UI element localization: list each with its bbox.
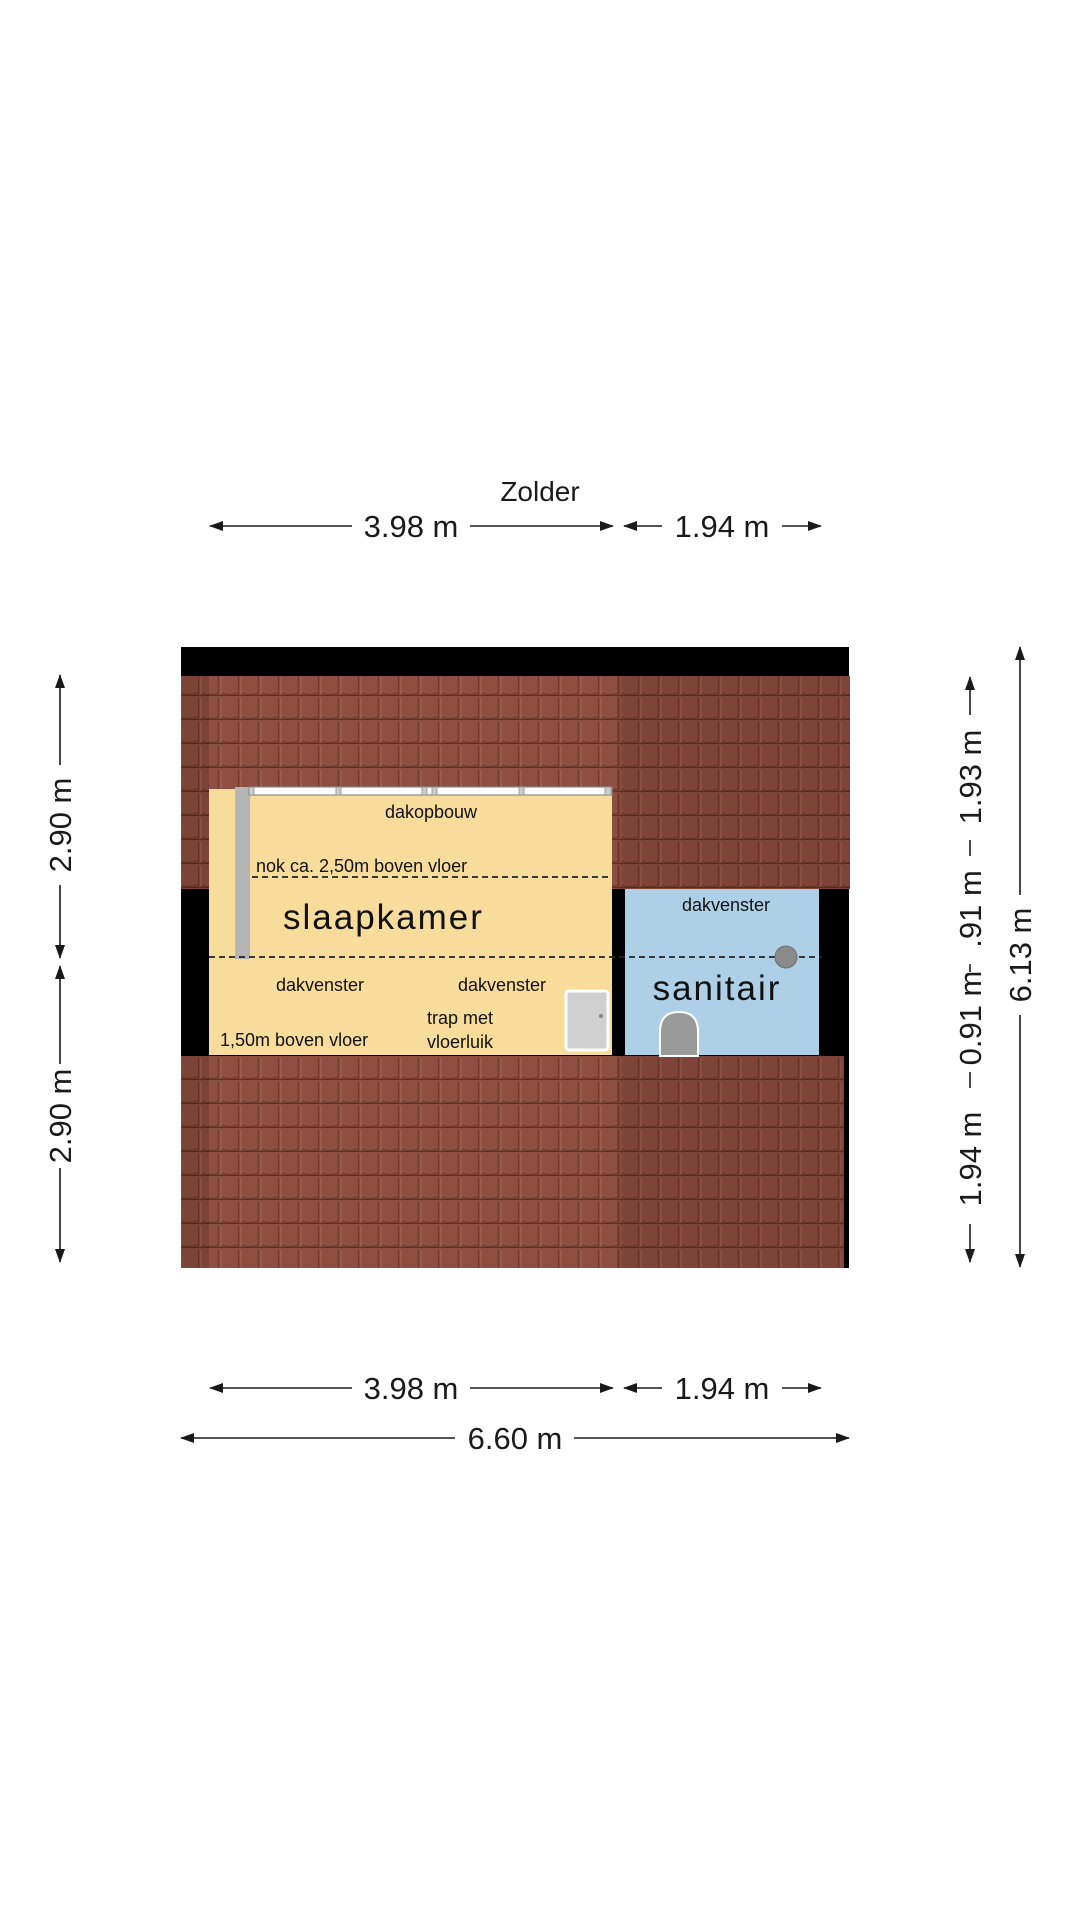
right-dimension-chain: 1.93 m .91 m 0.91 m 1.94 m	[953, 676, 988, 1263]
label-skylight-mid: dakvenster	[458, 975, 546, 995]
label-skylight-right: dakvenster	[682, 895, 770, 915]
dormer-side-wall	[235, 787, 250, 959]
dim-bottom-total-text: 6.60 m	[468, 1421, 563, 1456]
sanitary-area	[625, 889, 819, 1055]
dim-right-4-text: 1.94 m	[953, 1112, 988, 1207]
dim-left-lower-text: 2.90 m	[43, 1069, 78, 1164]
label-skylight-left: dakvenster	[276, 975, 364, 995]
room-name-sanitary: sanitair	[653, 969, 782, 1008]
label-stairs-2: vloerluik	[427, 1032, 494, 1052]
label-stairs-1: trap met	[427, 1008, 493, 1028]
roof-lower	[181, 1056, 844, 1268]
bottom-dimension-left: 3.98 m	[209, 1371, 614, 1406]
bottom-dimension-total: 6.60 m	[180, 1421, 850, 1456]
dim-right-total-text: 6.13 m	[1003, 908, 1038, 1003]
top-dimension-right: 1.94 m	[623, 509, 822, 544]
vent-pipe-icon	[774, 945, 798, 969]
label-ridge: nok ca. 2,50m boven vloer	[256, 856, 467, 876]
stair-hatch-icon	[564, 989, 610, 1052]
room-name-bedroom: slaapkamer	[283, 898, 484, 937]
label-height: 1,50m boven vloer	[220, 1030, 368, 1050]
attic-plan: dakopbouw nok ca. 2,50m boven vloer slaa…	[181, 647, 850, 1268]
right-dimension-total: 6.13 m	[1003, 646, 1038, 1268]
floor-title: Zolder	[500, 476, 579, 507]
top-dimension-left: 3.98 m	[209, 509, 614, 544]
dim-right-2-text: .91 m	[953, 870, 988, 948]
dim-right-3-text: 0.91 m	[953, 971, 988, 1066]
dim-top-left-text: 3.98 m	[364, 509, 459, 544]
label-dormer: dakopbouw	[385, 802, 478, 822]
dim-top-right-text: 1.94 m	[675, 509, 770, 544]
dim-left-upper-text: 2.90 m	[43, 778, 78, 873]
toilet-icon	[659, 1010, 699, 1057]
left-dimension-lower: 2.90 m	[43, 965, 78, 1263]
dim-bottom-left-text: 3.98 m	[364, 1371, 459, 1406]
left-dimension-upper: 2.90 m	[43, 674, 78, 959]
dim-right-1-text: 1.93 m	[953, 730, 988, 825]
dormer-window	[248, 786, 613, 796]
bottom-dimension-right: 1.94 m	[623, 1371, 822, 1406]
dim-bottom-right-text: 1.94 m	[675, 1371, 770, 1406]
